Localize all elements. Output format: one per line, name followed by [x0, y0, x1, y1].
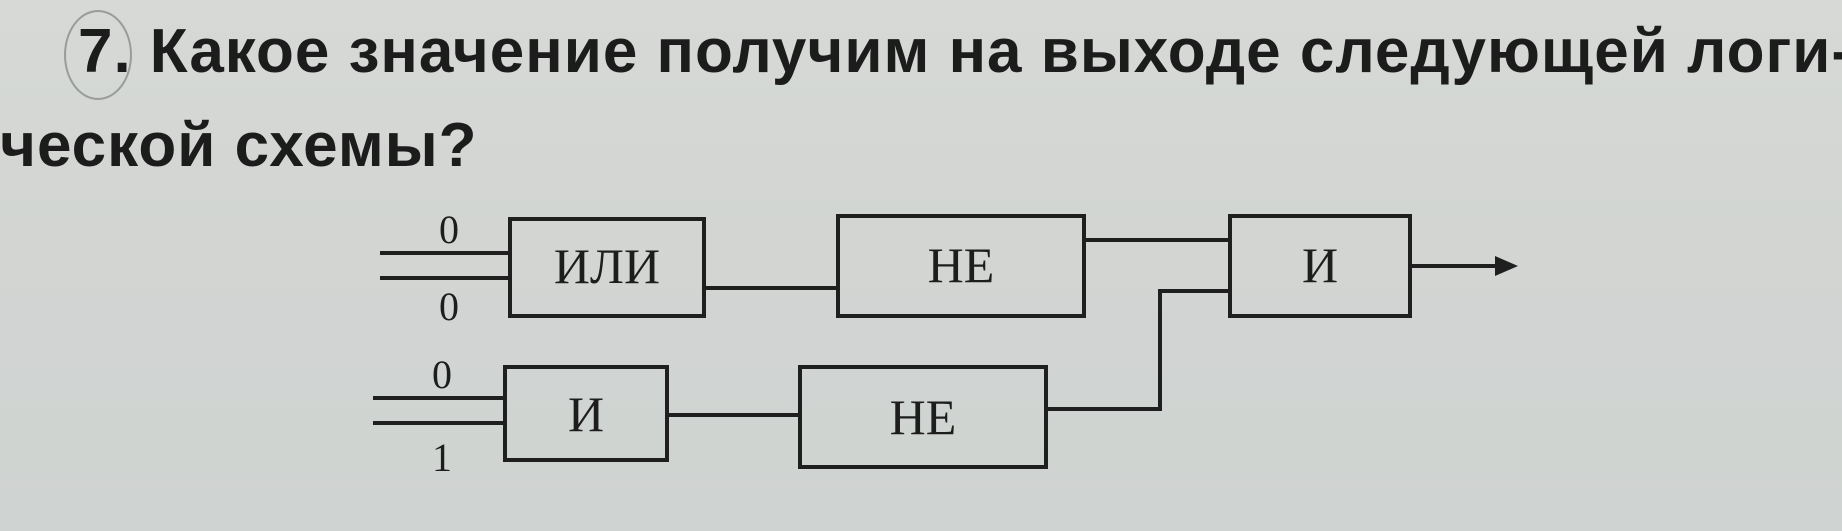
not-gate-top — [836, 214, 1086, 318]
and-gate-output-label: И — [1302, 237, 1338, 293]
or-gate — [508, 217, 706, 318]
and-input-2-value: 1 — [432, 435, 452, 480]
question-text-line-1: Какое значение получим на выходе следующ… — [149, 17, 1842, 86]
or-input-2-value: 0 — [439, 284, 459, 329]
question-line-2: ческой схемы? — [0, 102, 478, 190]
question-text-line-2: ческой схемы? — [0, 111, 478, 180]
and-input-1-value: 0 — [432, 352, 452, 397]
or-input-1-value: 0 — [439, 207, 459, 252]
or-gate-label: ИЛИ — [554, 238, 660, 294]
not-gate-bottom-label: НЕ — [890, 389, 957, 445]
output-arrow-icon — [1495, 256, 1518, 276]
not-gate-top-label: НЕ — [928, 237, 995, 293]
and-gate-bottom-label: И — [568, 386, 604, 442]
pencil-circle-mark — [64, 10, 132, 100]
question-number: 7. — [64, 8, 132, 100]
not-bottom-to-and-wire — [1044, 289, 1232, 411]
not-gate-bottom — [798, 365, 1048, 469]
question-line-1: 7. Какое значение получим на выходе след… — [64, 8, 1842, 100]
